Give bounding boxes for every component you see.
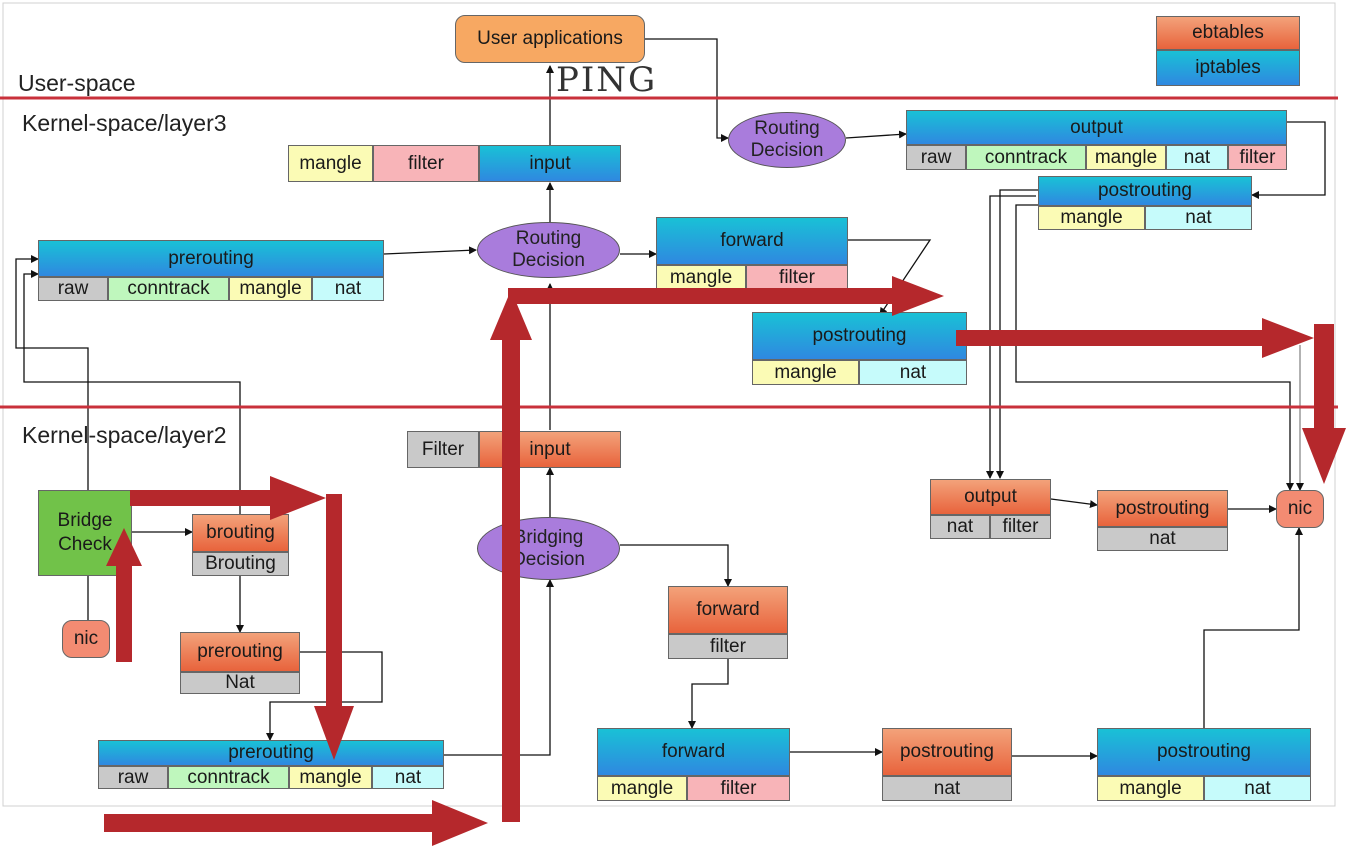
l3-input-chain: input xyxy=(479,145,621,182)
l2-brouting-chain: brouting xyxy=(192,514,289,552)
user-applications: User applications xyxy=(455,15,645,63)
l3-prerouting-conntrack: conntrack xyxy=(108,277,229,301)
l2-eb-output-chain: output xyxy=(930,479,1051,515)
legend-iptables: iptables xyxy=(1156,50,1300,86)
l2-ipt-postrouting-mangle: mangle xyxy=(1097,776,1204,801)
l2-input-filter: Filter xyxy=(407,431,479,468)
l3-postrouting-fwd-chain: postrouting xyxy=(752,312,967,360)
page-frame xyxy=(2,2,1336,807)
l3-prerouting-mangle: mangle xyxy=(229,277,312,301)
l3-forward-chain: forward xyxy=(656,217,848,265)
l3-forward-filter: filter xyxy=(746,265,848,290)
l3-output-filter: filter xyxy=(1228,145,1287,170)
l3-prerouting-chain: prerouting xyxy=(38,240,384,277)
l3-output-mangle: mangle xyxy=(1086,145,1166,170)
l2-eb-output-nat: nat xyxy=(930,515,990,539)
l2-ipt-forward-filter: filter xyxy=(687,776,790,801)
nic-in: nic xyxy=(62,620,110,658)
routing-decision-top: Routing Decision xyxy=(728,112,846,168)
l3-output-conntrack: conntrack xyxy=(966,145,1086,170)
l3-postrouting-out-mangle: mangle xyxy=(1038,206,1145,230)
l2-ipt-postrouting-chain: postrouting xyxy=(1097,728,1311,776)
l3-prerouting-raw: raw xyxy=(38,277,108,301)
l2-ipt-forward-chain: forward xyxy=(597,728,790,776)
l2-ipt-postrouting-nat: nat xyxy=(1204,776,1311,801)
bridging-decision: Bridging Decision xyxy=(477,517,620,580)
l3-output-chain: output xyxy=(906,110,1287,145)
legend-ebtables: ebtables xyxy=(1156,16,1300,50)
l2-eb-postrouting-right-chain: postrouting xyxy=(1097,490,1228,527)
l2-ipt-prerouting-mangle: mangle xyxy=(289,766,372,789)
l3-postrouting-out-nat: nat xyxy=(1145,206,1252,230)
l2-ipt-prerouting-nat: nat xyxy=(372,766,444,789)
kernel-layer2-label: Kernel-space/layer2 xyxy=(22,422,227,448)
l3-input-mangle: mangle xyxy=(288,145,373,182)
l3-postrouting-fwd-mangle: mangle xyxy=(752,360,859,385)
nic-out: nic xyxy=(1276,490,1324,528)
l3-input-filter: filter xyxy=(373,145,479,182)
l3-postrouting-out-chain: postrouting xyxy=(1038,176,1252,206)
l2-ipt-prerouting-conntrack: conntrack xyxy=(168,766,289,789)
l2-eb-output-filter: filter xyxy=(990,515,1051,539)
l2-brouting-brouting: Brouting xyxy=(192,552,289,576)
flow-connectors xyxy=(15,38,1326,760)
user-space-label: User-space xyxy=(18,70,136,96)
l2-ipt-prerouting-raw: raw xyxy=(98,766,168,789)
l2-eb-postrouting-mid-chain: postrouting xyxy=(882,728,1012,776)
l2-eb-prerouting-nat: Nat xyxy=(180,672,300,694)
l2-eb-postrouting-mid-nat: nat xyxy=(882,776,1012,801)
l3-output-nat: nat xyxy=(1166,145,1228,170)
ping-annotation: PING xyxy=(556,60,658,100)
kernel-layer3-label: Kernel-space/layer3 xyxy=(22,110,227,136)
packet-path-arrows xyxy=(104,276,1346,846)
l2-eb-forward-chain: forward xyxy=(668,586,788,634)
l3-output-raw: raw xyxy=(906,145,966,170)
l2-eb-prerouting-chain: prerouting xyxy=(180,632,300,672)
routing-decision-mid: Routing Decision xyxy=(477,222,620,278)
l3-forward-mangle: mangle xyxy=(656,265,746,290)
l2-eb-forward-filter: filter xyxy=(668,634,788,659)
l2-ipt-prerouting-chain: prerouting xyxy=(98,740,444,766)
l3-postrouting-fwd-nat: nat xyxy=(859,360,967,385)
l2-eb-postrouting-right-nat: nat xyxy=(1097,527,1228,551)
l2-ipt-forward-mangle: mangle xyxy=(597,776,687,801)
l3-prerouting-nat: nat xyxy=(312,277,384,301)
